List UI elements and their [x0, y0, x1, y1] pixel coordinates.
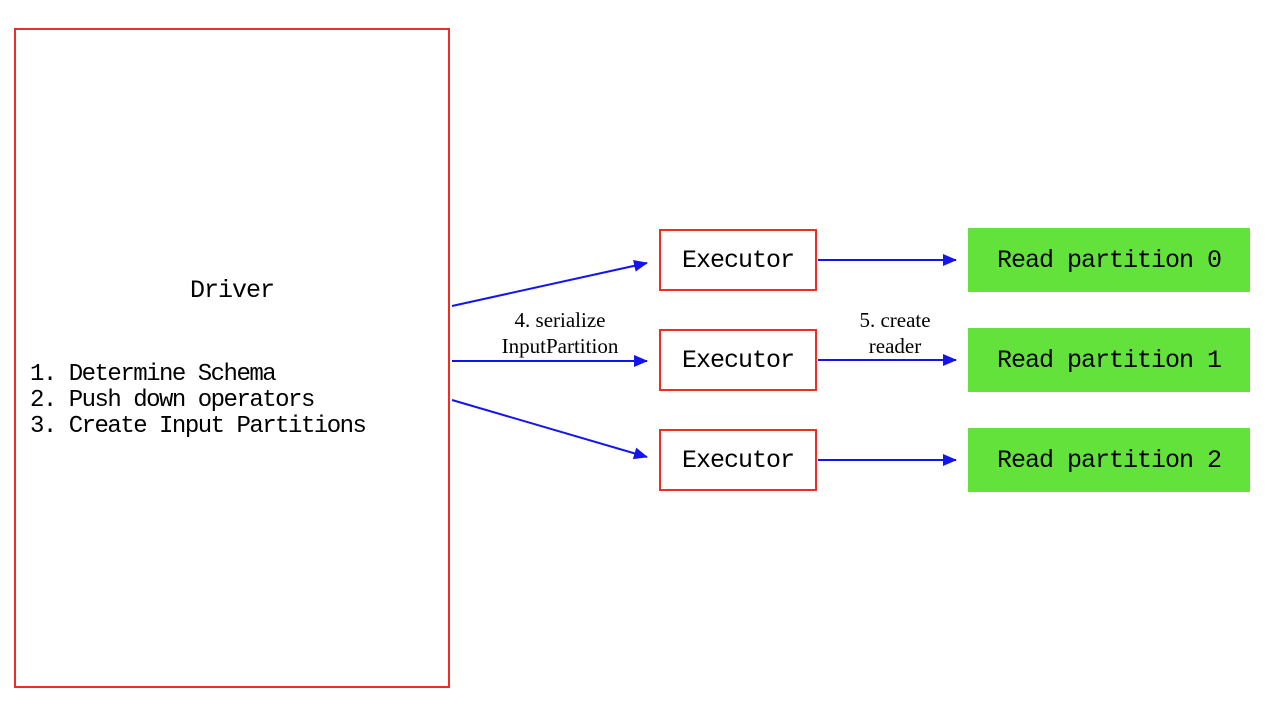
executor-box-2: Executor: [659, 429, 817, 491]
partition-box-2: Read partition 2: [968, 428, 1250, 492]
executor-box-0: Executor: [659, 229, 817, 291]
partition-label: Read partition 1: [996, 345, 1222, 375]
annotation-serialize-inputpartition: 4. serialize InputPartition: [501, 308, 619, 358]
driver-box: Driver 1. Determine Schema 2. Push down …: [14, 28, 450, 688]
driver-step-3: 3. Create Input Partitions: [30, 413, 367, 440]
arrow-driver-to-executor-0: [451, 259, 648, 307]
partition-label: Read partition 0: [996, 245, 1222, 275]
annotation-create-reader: 5. create reader: [859, 308, 931, 358]
partition-box-0: Read partition 0: [968, 228, 1250, 292]
driver-step-2: 2. Push down operators: [30, 387, 315, 414]
executor-box-1: Executor: [659, 329, 817, 391]
driver-title: Driver: [189, 276, 275, 305]
driver-steps-list: 1. Determine Schema 2. Push down operato…: [30, 361, 367, 440]
partition-box-1: Read partition 1: [968, 328, 1250, 392]
driver-step-1: 1. Determine Schema: [30, 361, 277, 388]
executor-label: Executor: [681, 445, 795, 475]
executor-label: Executor: [681, 345, 795, 375]
partition-label: Read partition 2: [996, 445, 1222, 475]
executor-label: Executor: [681, 245, 795, 275]
arrow-driver-to-executor-2: [451, 399, 648, 460]
